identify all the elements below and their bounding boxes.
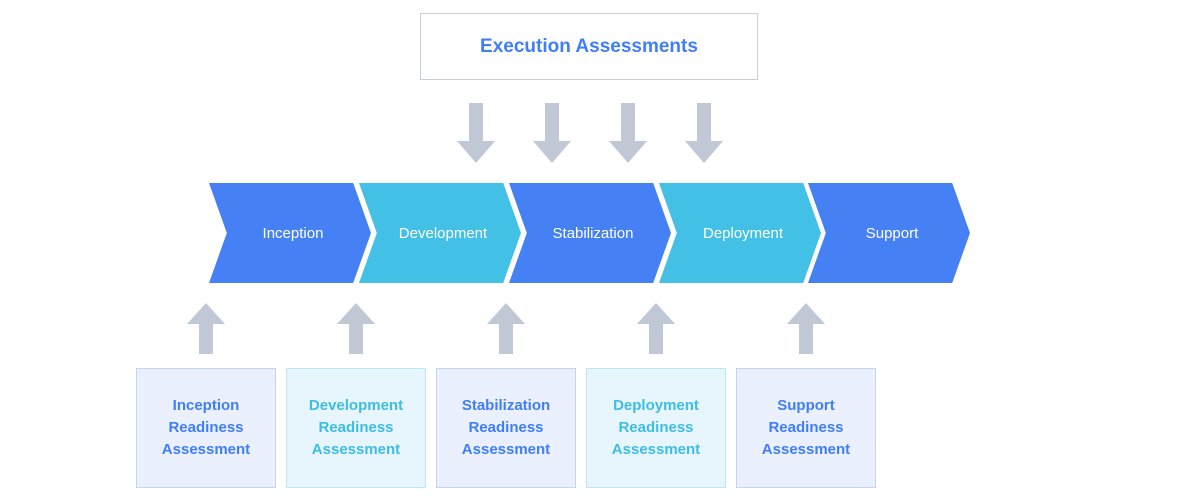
- down-arrow-icon: [685, 103, 723, 163]
- phase-deployment: Deployment: [659, 183, 821, 283]
- up-arrow-icon: [487, 303, 525, 354]
- phase-support: Support: [808, 183, 970, 283]
- down-arrow-icon: [457, 103, 495, 163]
- development-readiness-box: Development Readiness Assessment: [286, 368, 426, 488]
- phase-label: Deployment: [702, 224, 784, 242]
- deployment-readiness-box: Deployment Readiness Assessment: [586, 368, 726, 488]
- down-arrow-icon: [609, 103, 647, 163]
- phase-stabilization: Stabilization: [509, 183, 671, 283]
- up-arrow-icon: [787, 303, 825, 354]
- down-arrow-icon: [533, 103, 571, 163]
- up-arrow-icon: [637, 303, 675, 354]
- phase-label: Development: [398, 224, 488, 242]
- assessment-label: Deployment Readiness Assessment: [611, 397, 701, 458]
- phase-development: Development: [359, 183, 521, 283]
- phase-inception: Inception: [209, 183, 371, 283]
- inception-readiness-box: Inception Readiness Assessment: [136, 368, 276, 488]
- execution-assessments-box: Execution Assessments: [420, 13, 758, 80]
- execution-assessments-title: Execution Assessments: [480, 35, 698, 57]
- phase-label: Stabilization: [552, 224, 634, 242]
- assessment-label: Stabilization Readiness Assessment: [461, 397, 551, 458]
- assessment-label: Support Readiness Assessment: [761, 397, 851, 458]
- up-arrow-icon: [187, 303, 225, 354]
- assessment-label: Development Readiness Assessment: [308, 397, 404, 458]
- assessment-label: Inception Readiness Assessment: [161, 397, 251, 458]
- stabilization-readiness-box: Stabilization Readiness Assessment: [436, 368, 576, 488]
- phase-label: Support: [865, 224, 919, 242]
- support-readiness-box: Support Readiness Assessment: [736, 368, 876, 488]
- phase-label: Inception: [262, 224, 324, 242]
- up-arrow-icon: [337, 303, 375, 354]
